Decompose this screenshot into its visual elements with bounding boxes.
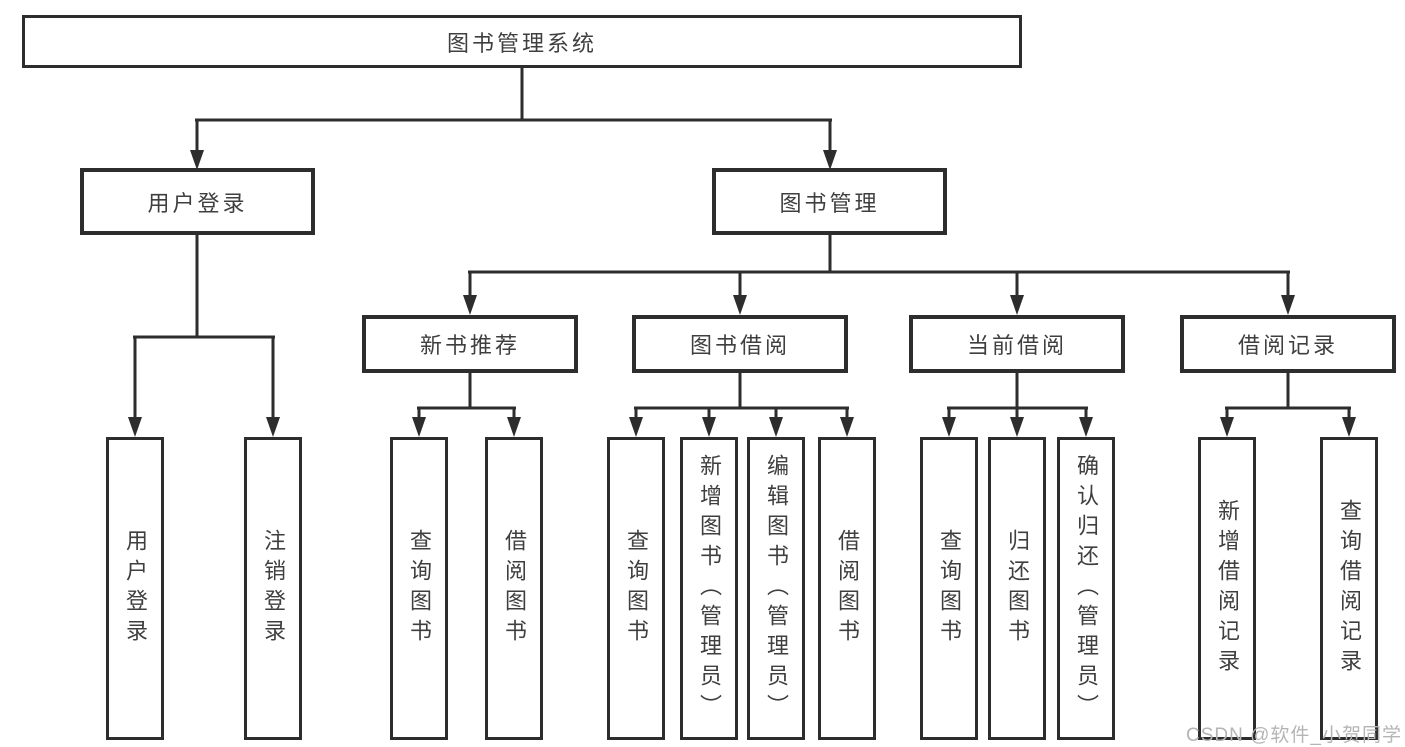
leaf-return-book: 归还图书 [988, 437, 1046, 740]
node-book-management-label: 图书管理 [779, 190, 880, 216]
leaf-borrow-book-label: 借阅图书 [835, 528, 860, 649]
leaf-search-borrow-record: 查询借阅记录 [1320, 437, 1378, 740]
leaf-logout-label: 注销登录 [261, 528, 286, 649]
leaf-logout: 注销登录 [244, 437, 302, 740]
leaf-borrow-book: 借阅图书 [818, 437, 876, 740]
node-user-login: 用户登录 [80, 168, 315, 235]
node-book-borrowing-label: 图书借阅 [689, 333, 790, 358]
node-root-library-system: 图书管理系统 [22, 15, 1022, 68]
node-new-book-recommend-label: 新书推荐 [419, 333, 520, 358]
leaf-search-books-borrowing: 查询图书 [607, 437, 665, 740]
leaf-search-books-current-label: 查询图书 [937, 528, 962, 649]
node-book-borrowing: 图书借阅 [632, 315, 848, 373]
leaf-add-borrow-record-label: 新增借阅记录 [1215, 498, 1240, 679]
node-user-login-label: 用户登录 [147, 190, 248, 216]
leaf-add-book-admin-label: 新增图书（管理员） [697, 453, 722, 724]
node-book-management: 图书管理 [712, 168, 947, 235]
leaf-add-borrow-record: 新增借阅记录 [1198, 437, 1256, 740]
leaf-borrow-books-recommend-label: 借阅图书 [502, 528, 527, 649]
leaf-search-books-recommend: 查询图书 [390, 437, 448, 740]
leaf-confirm-return-admin-label: 确认归还（管理员） [1074, 453, 1099, 724]
leaf-edit-book-admin: 编辑图书（管理员） [747, 437, 805, 740]
leaf-search-books-current: 查询图书 [920, 437, 978, 740]
leaf-borrow-books-recommend: 借阅图书 [485, 437, 543, 740]
arrowheads [128, 150, 1356, 437]
leaf-search-books-recommend-label: 查询图书 [407, 528, 432, 649]
node-borrow-records-label: 借阅记录 [1237, 333, 1338, 358]
leaf-search-books-borrowing-label: 查询图书 [624, 528, 649, 649]
node-borrow-records: 借阅记录 [1180, 315, 1396, 373]
csdn-watermark: CSDN @软件_小贺同学 [1186, 725, 1402, 746]
leaf-add-book-admin: 新增图书（管理员） [680, 437, 738, 740]
leaf-search-borrow-record-label: 查询借阅记录 [1337, 498, 1362, 679]
node-current-borrowing: 当前借阅 [909, 315, 1125, 373]
leaf-user-login: 用户登录 [106, 437, 164, 740]
node-new-book-recommend: 新书推荐 [362, 315, 578, 373]
leaf-confirm-return-admin: 确认归还（管理员） [1057, 437, 1115, 740]
node-current-borrowing-label: 当前借阅 [966, 333, 1067, 358]
node-root-label: 图书管理系统 [446, 30, 597, 56]
leaf-edit-book-admin-label: 编辑图书（管理员） [764, 453, 789, 724]
leaf-return-book-label: 归还图书 [1005, 528, 1030, 649]
leaf-user-login-label: 用户登录 [123, 528, 148, 649]
